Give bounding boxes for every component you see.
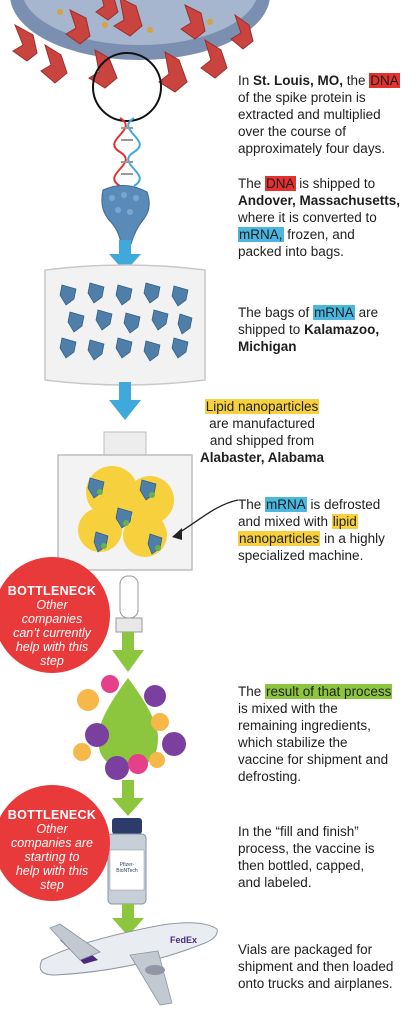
- lipid-highlight: nanoparticles: [238, 531, 321, 546]
- mrna-bag-illustration: [44, 264, 206, 386]
- step-st-louis: In St. Louis, MO, the DNA of the spike p…: [238, 73, 400, 156]
- bottleneck-title: BOTTLENECK: [7, 584, 97, 598]
- mixing-machine-illustration: [57, 431, 193, 571]
- bottleneck-title: BOTTLENECK: [7, 808, 97, 822]
- dispenser-nozzle-icon: [115, 575, 143, 633]
- mrna-highlight: mRNA: [265, 497, 307, 512]
- step-andover: The DNA is shipped to Andover, Massachus…: [238, 176, 401, 259]
- flow-arrow-green: [112, 780, 144, 816]
- pointer-curve: [176, 499, 239, 535]
- result-highlight: result of that process: [265, 684, 393, 699]
- mrna-highlight: mRNA: [313, 305, 355, 320]
- dna-helix-icon: [113, 117, 141, 187]
- bottleneck-text: Other companies are starting to help wit…: [11, 822, 93, 892]
- step-fill-finish: In the “fill and finish” process, the va…: [238, 824, 375, 890]
- dna-highlight: DNA: [369, 73, 400, 88]
- step-ship: Vials are packaged for shipment and then…: [238, 942, 394, 991]
- plane-logo: FedEx: [170, 935, 197, 945]
- bottleneck-badge-1: [0, 557, 110, 673]
- pointer-arrowhead: [172, 528, 182, 540]
- flow-arrow-green: [112, 904, 144, 936]
- lipid-highlight: Lipid nanoparticles: [204, 399, 320, 414]
- bottleneck-text: Other companies can’t currently help wit…: [13, 598, 91, 668]
- dna-highlight: DNA: [265, 176, 296, 191]
- ingredients-mix-illustration: [73, 675, 186, 780]
- flow-arrow-green: [112, 632, 144, 672]
- step-result: The result of that process is mixed with…: [238, 684, 393, 784]
- coronavirus-illustration: [10, 0, 270, 122]
- step-kalamazoo: The bags of mRNA are shipped to Kalamazo…: [238, 305, 380, 354]
- step-alabaster: Lipid nanoparticles are manufactured and…: [199, 399, 325, 465]
- mrna-protein-icon: [101, 185, 150, 245]
- mrna-highlight: mRNA,: [238, 227, 284, 242]
- lipid-highlight: lipid: [331, 514, 358, 529]
- flow-arrow-blue: [109, 240, 141, 272]
- airplane-illustration: FedEx: [39, 922, 218, 1006]
- vial-label: Pfizer-BioNTech: [116, 862, 138, 874]
- flow-arrow-blue: [109, 382, 141, 420]
- step-defrost: The mRNA is defrosted and mixed with lip…: [238, 497, 385, 563]
- bottleneck-badge-2: [0, 785, 110, 901]
